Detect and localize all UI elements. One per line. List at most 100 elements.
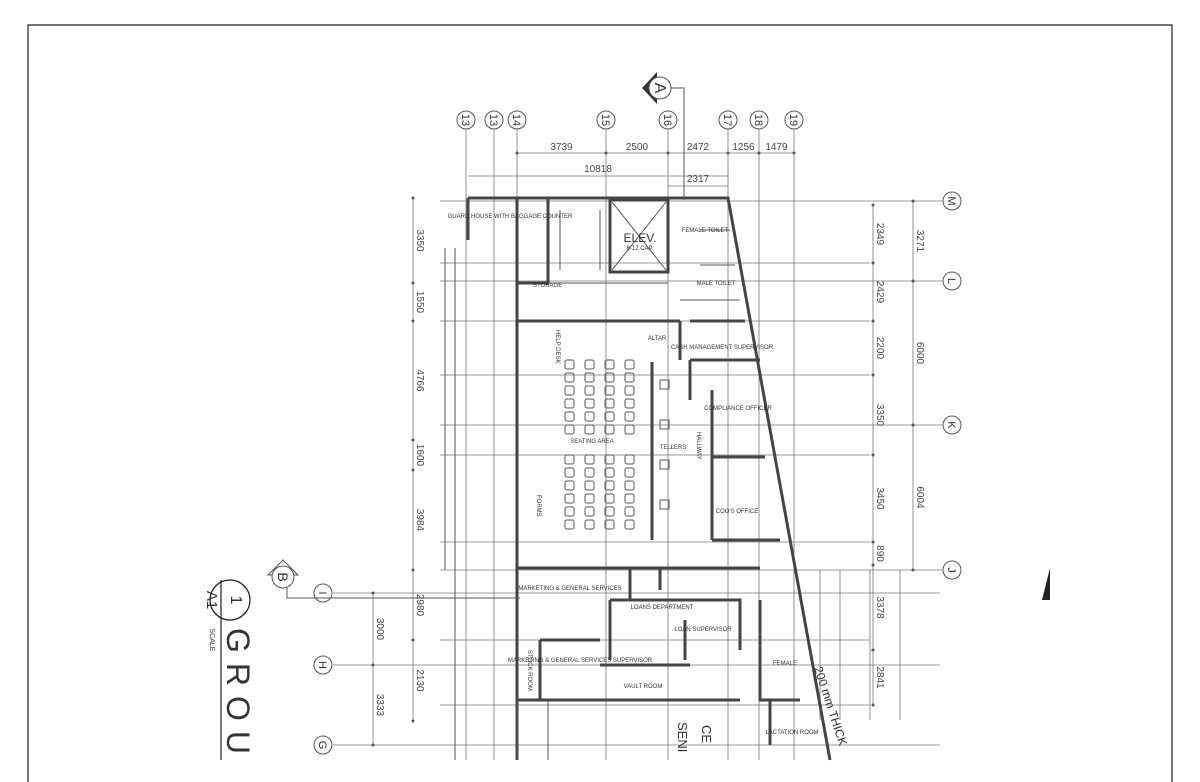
dimension-value: 3350 <box>874 404 885 427</box>
section-marker-a: A <box>642 72 685 200</box>
room-guard-house: GUARD HOUSE WITH BAGGAGE COUNTER <box>448 214 573 220</box>
room-tellers: TELLERS <box>660 445 687 451</box>
chair <box>584 506 595 517</box>
dimension-tick <box>515 151 519 155</box>
room-seating-area: SEATING AREA <box>570 439 614 445</box>
dimension-value: 2980 <box>414 594 425 617</box>
dimension-value: 6004 <box>914 486 925 509</box>
chair <box>584 385 595 396</box>
chair <box>564 385 575 396</box>
dimension-value: 2472 <box>687 142 710 153</box>
dimension-tick <box>871 261 875 265</box>
room-stock: STOCK ROOM <box>526 650 532 691</box>
dimension-value: 3350 <box>414 229 425 252</box>
grid-label-row: I <box>316 591 328 594</box>
room-coo-office: COO'S OFFICE <box>716 509 758 515</box>
building-walls <box>444 196 832 761</box>
chair <box>604 506 615 517</box>
teller-stool <box>659 379 670 390</box>
dimension-tick <box>726 151 730 155</box>
seating-chairs <box>564 359 670 530</box>
dimension-value: 2841 <box>874 666 885 689</box>
room-male-toilet: MALE TOILET <box>697 281 736 287</box>
chair <box>564 424 575 435</box>
chair <box>564 372 575 383</box>
chair <box>564 493 575 504</box>
chair <box>604 411 615 422</box>
grid-label-column: 16 <box>661 114 673 126</box>
dimension-tick <box>911 279 915 283</box>
svg-text:A: A <box>651 83 668 94</box>
dimension-value: 890 <box>874 545 885 562</box>
chair <box>564 467 575 478</box>
dimension-tick <box>411 719 415 723</box>
grid-bubble-column <box>718 110 738 130</box>
chair <box>604 493 615 504</box>
dimension-tick <box>371 743 375 747</box>
chair <box>564 359 575 370</box>
dimension-value: 6000 <box>914 342 925 365</box>
dimension-tick <box>871 703 875 707</box>
room-female: FEMALE <box>773 661 797 667</box>
room-female-toilet: FEMALE TOILET <box>682 228 729 234</box>
room-ce-partial: CE <box>699 725 714 743</box>
room-elevator: ELEV. <box>624 231 657 245</box>
grid-label-row: G <box>316 741 328 750</box>
chair <box>584 359 595 370</box>
grid-bubble-row <box>942 560 962 580</box>
dimension-tick <box>757 151 761 155</box>
grid-bubble-row <box>313 655 333 675</box>
chair <box>564 454 575 465</box>
chair <box>604 480 615 491</box>
north-arrow-fragment <box>1042 568 1050 600</box>
room-vault: VAULT ROOM <box>624 684 663 690</box>
dimension-tick <box>411 438 415 442</box>
chair <box>604 372 615 383</box>
room-marketing-supervisor: MARKETING & GENERAL SERVICES SUPERVISOR <box>508 658 653 664</box>
dimension-value: 2500 <box>626 142 649 153</box>
room-forms: FORMS <box>535 495 541 517</box>
sheet-border <box>27 24 1173 782</box>
dimension-value: 2429 <box>874 281 885 304</box>
grid-label-row: H <box>316 661 328 669</box>
chair <box>624 480 635 491</box>
dimension-tick <box>371 663 375 667</box>
chair <box>624 454 635 465</box>
grid-bubble-column <box>456 110 476 130</box>
chair <box>584 398 595 409</box>
chair <box>624 372 635 383</box>
chair <box>604 424 615 435</box>
dimension-tick <box>871 648 875 652</box>
chair <box>564 519 575 530</box>
chair <box>624 398 635 409</box>
grid-label-row: K <box>945 421 957 429</box>
chair <box>564 480 575 491</box>
dimension-value: 2130 <box>414 669 425 692</box>
dimension-tick <box>871 453 875 457</box>
room-cash-management: CASH MANAGEMENT SUPERVISOR <box>671 345 774 351</box>
grid-label-column: 13 <box>487 114 499 126</box>
chair <box>624 493 635 504</box>
dimension-tick <box>411 638 415 642</box>
grid-bubble-row <box>942 191 962 211</box>
chair <box>604 467 615 478</box>
grid-label-column: 13 <box>459 114 471 126</box>
room-compliance: COMPLIANCE OFFICER <box>704 406 772 412</box>
title-text: GROU <box>220 628 256 764</box>
chair <box>584 467 595 478</box>
chair <box>564 411 575 422</box>
dimension-value: 3450 <box>874 487 885 510</box>
room-storage: STORAGE <box>533 283 562 289</box>
dimension-tick <box>604 151 608 155</box>
chair <box>584 411 595 422</box>
chair <box>624 506 635 517</box>
scale-label: SCALE <box>208 629 215 652</box>
dimension-tick <box>792 151 796 155</box>
chair <box>604 359 615 370</box>
chair <box>584 424 595 435</box>
chair <box>624 411 635 422</box>
room-help-desk: HELP DESK <box>554 330 560 364</box>
room-senior-partial: SENI <box>675 722 690 752</box>
chair <box>604 519 615 530</box>
